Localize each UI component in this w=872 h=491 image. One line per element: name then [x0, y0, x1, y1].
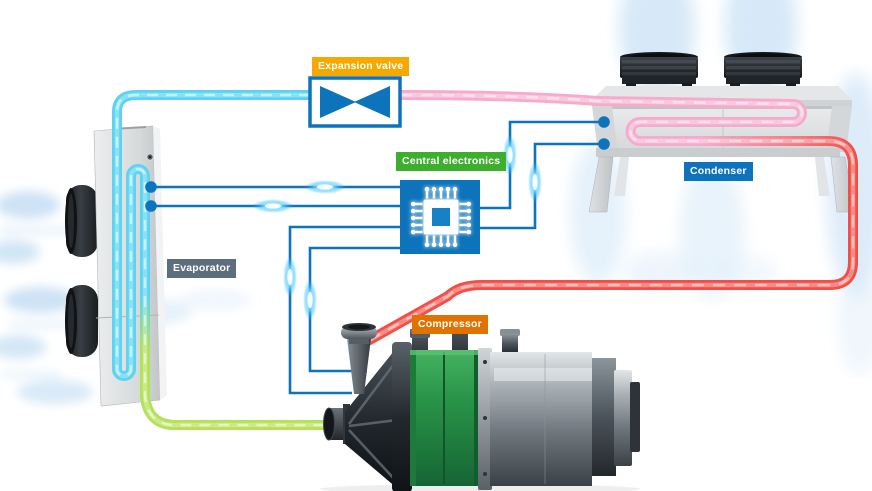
connection-dot [598, 116, 610, 128]
evaporator-label: Evaporator [167, 259, 237, 278]
connection-dot [145, 200, 157, 212]
suction-funnel [341, 323, 377, 394]
connection-dot [598, 138, 610, 150]
pipe-braid [365, 93, 855, 344]
compressor-end-caps [592, 358, 640, 476]
compressor-motor-housing [478, 348, 592, 490]
chip-icon [410, 186, 472, 248]
compressor-front-cone [345, 346, 398, 489]
wire-compressor-1 [288, 225, 400, 395]
expansion-valve-label: Expansion valve [312, 57, 410, 76]
compressor-front-ring [392, 342, 412, 491]
energy-glow [304, 180, 346, 194]
evaporator-side-face [153, 126, 167, 400]
compressor-label: Compressor [412, 315, 488, 334]
evaporator-fan-icon [65, 285, 98, 357]
compressor-green-section [410, 350, 480, 486]
energy-glows [252, 134, 542, 321]
connection-dots [145, 116, 610, 212]
screw-center [148, 155, 152, 159]
hot-gas-pipe [363, 163, 858, 347]
central-electronics-box [400, 180, 480, 254]
liquid-to-hot-transition-pipe [698, 136, 858, 166]
evaporator-fan-icon [65, 185, 98, 257]
pipe-braid [115, 93, 332, 427]
cone-spokes [347, 359, 399, 483]
energy-glow [252, 199, 294, 213]
liquid-pipe [399, 90, 807, 146]
central-electronics-label: Central electronics [396, 152, 507, 171]
energy-glow [283, 256, 297, 298]
energy-glow [528, 161, 542, 203]
expansion-valve-icon [308, 76, 402, 128]
compressor-unit [320, 323, 640, 491]
energy-glow [503, 134, 517, 176]
condenser-label: Condenser [684, 162, 753, 181]
compressor-inlet-nozzle [323, 404, 350, 444]
condenser-fan-icon [620, 52, 698, 87]
connection-dot [145, 181, 157, 193]
energy-glow [303, 279, 317, 321]
condenser-fan-icon [724, 52, 802, 87]
pipe-sheen [364, 92, 856, 344]
